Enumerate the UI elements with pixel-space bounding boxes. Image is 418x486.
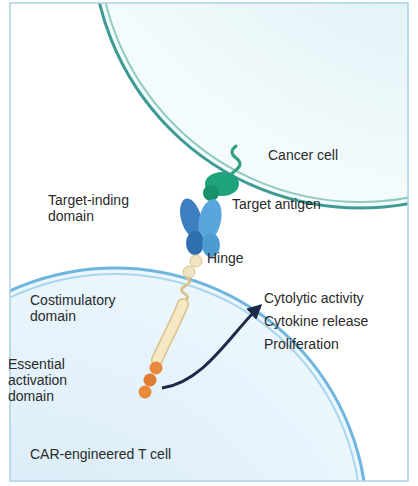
costimulatory-domain-fill	[157, 304, 183, 360]
t-cell-membrane	[10, 268, 367, 481]
part-label: Target-inding domain	[48, 192, 153, 224]
costimulatory-domain: Costimulatory domain	[145, 280, 185, 360]
cancer-cell-inner-membrane	[98, 3, 408, 202]
hinge-bead	[190, 255, 202, 267]
target-binding-domain: Target-inding domain	[178, 196, 228, 254]
effect-label: Cytokine release	[264, 313, 368, 329]
antigen-lobe	[203, 185, 219, 201]
activation-domain: Essential activation domain	[136, 360, 166, 400]
cancer-cell-membrane	[92, 3, 408, 208]
part-label: Costimulatory domain	[30, 292, 140, 324]
hinge: Hinge	[178, 252, 206, 284]
binding-domain-part	[186, 231, 204, 255]
activation-bead	[139, 386, 152, 399]
hinge-bead	[183, 266, 195, 278]
activation-bead	[150, 362, 163, 375]
signal-arrow	[162, 306, 260, 388]
cancer-cell: Cancer cell	[95, 0, 408, 210]
activation-bead	[144, 374, 157, 387]
effect-label: Cytolytic activity	[264, 290, 364, 306]
effect-label: Proliferation	[264, 336, 339, 352]
frame	[10, 3, 408, 481]
part-label: Essential activation domain	[8, 356, 90, 404]
part-label: Hinge	[207, 250, 267, 266]
target-antigen: Target antigen	[200, 145, 245, 200]
costimulatory-domain-shape	[157, 304, 183, 360]
part-label: Cancer cell	[268, 147, 388, 163]
part-label: CAR-engineered T cell	[30, 446, 230, 462]
cells	[10, 3, 408, 481]
part-label: Target antigen	[232, 196, 362, 212]
